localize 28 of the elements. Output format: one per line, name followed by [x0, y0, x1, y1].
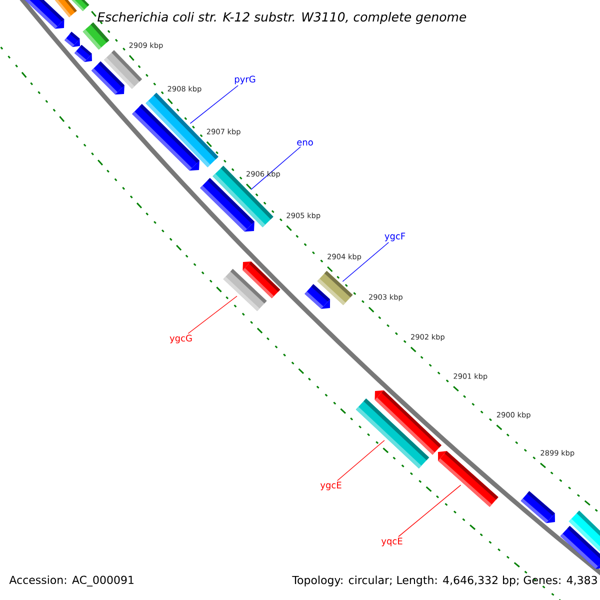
leader-line	[337, 440, 385, 481]
leader-line	[398, 484, 462, 537]
gene-feature	[520, 491, 555, 524]
leader-line	[342, 242, 389, 282]
footer-text: Topology: circular; Length: 4,646,332 bp; Genes: 4,383	[292, 576, 597, 586]
footer-text: Accession: AC_000091	[9, 576, 134, 586]
gene-feature	[438, 451, 498, 507]
gene-label: yqcE	[381, 538, 402, 546]
leader-line	[188, 296, 238, 334]
gene-feature	[132, 104, 200, 171]
title: Escherichia coli str. K-12 substr. W3110, complete genome	[98, 12, 466, 24]
leader-line	[250, 146, 301, 190]
gene-label: ygcF	[384, 232, 406, 242]
gene-feature	[82, 22, 110, 50]
gene-feature	[91, 61, 124, 94]
gene-label: ygcG	[170, 334, 192, 344]
gene-label: eno	[297, 140, 313, 146]
gene-feature	[356, 398, 430, 468]
gene-feature	[64, 32, 80, 48]
gene-feature	[223, 268, 267, 312]
gene-label: ygcE	[320, 482, 342, 490]
gene-label: pyrG	[234, 76, 256, 84]
gene-feature	[200, 178, 254, 232]
gene-feature	[24, 0, 64, 29]
gene-feature	[74, 44, 92, 62]
gene-feature	[304, 284, 330, 309]
leader-line	[190, 85, 238, 124]
gene-feature	[560, 526, 600, 569]
